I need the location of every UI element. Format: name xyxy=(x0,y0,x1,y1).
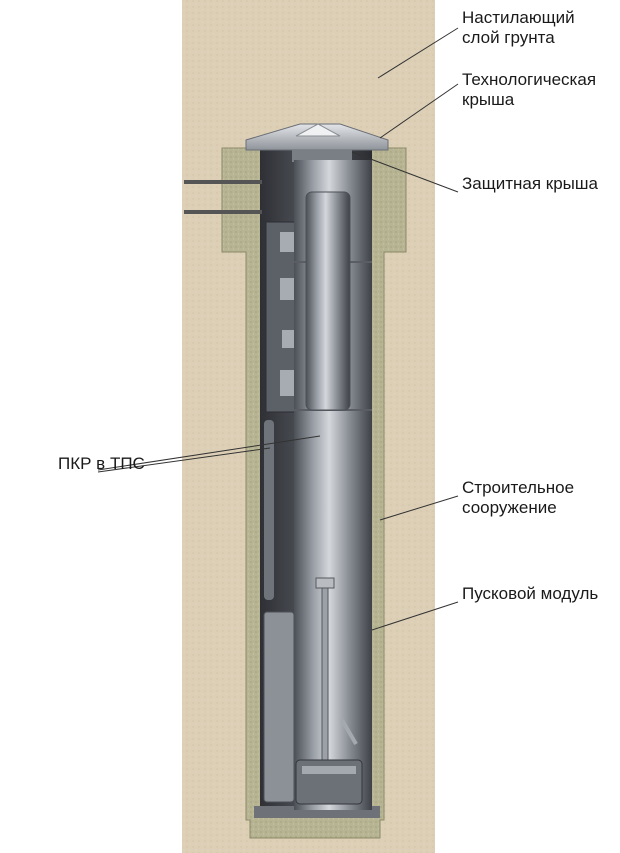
equipment-box-2 xyxy=(280,278,294,300)
technological-roof xyxy=(245,123,389,151)
label-cover-soil: Настилающий слой грунта xyxy=(462,8,575,48)
leader-structure xyxy=(379,495,459,521)
label-missile-tpk: ПКР в ТПС xyxy=(58,454,145,474)
lower-cylinder xyxy=(263,611,295,803)
base-flange xyxy=(302,766,356,774)
label-tech-roof: Технологическая крыша xyxy=(462,70,596,110)
label-launch-module-line-1: Пусковой модуль xyxy=(462,584,599,603)
protective-roof xyxy=(292,150,352,162)
equipment-box-1 xyxy=(280,232,294,252)
label-structure-line-1: Строительное xyxy=(462,478,575,497)
lift-rod-head xyxy=(315,577,335,589)
leader-tech-roof xyxy=(379,83,459,139)
leader-cover-soil xyxy=(377,27,459,79)
label-cover-soil-line-1: Настилающий xyxy=(462,8,575,27)
lift-rod xyxy=(321,583,329,765)
roof-cap xyxy=(295,123,341,137)
label-cover-soil-line-2: слой грунта xyxy=(462,28,555,47)
label-tech-roof-line-1: Технологическая xyxy=(462,70,597,89)
label-structure-line-2: сооружение xyxy=(462,498,557,517)
label-protective-roof-line-1: Защитная крыша xyxy=(462,174,598,193)
equipment-box-4 xyxy=(280,370,294,396)
label-launch-module: Пусковой модуль xyxy=(462,584,598,604)
label-structure: Строительное сооружение xyxy=(462,478,574,518)
leader-missile-lower xyxy=(97,447,271,473)
label-missile-tpk-line-1: ПКР в ТПС xyxy=(58,454,145,473)
valve-arm xyxy=(340,718,358,746)
label-protective-roof: Защитная крыша xyxy=(462,174,598,194)
missile-container xyxy=(305,191,351,411)
label-tech-roof-line-2: крыша xyxy=(462,90,515,109)
leader-launch-module xyxy=(371,601,459,631)
leader-protective-roof xyxy=(351,151,459,193)
leader-missile-upper xyxy=(97,435,321,471)
equipment-box-3 xyxy=(282,330,294,348)
side-pipe xyxy=(264,420,274,600)
